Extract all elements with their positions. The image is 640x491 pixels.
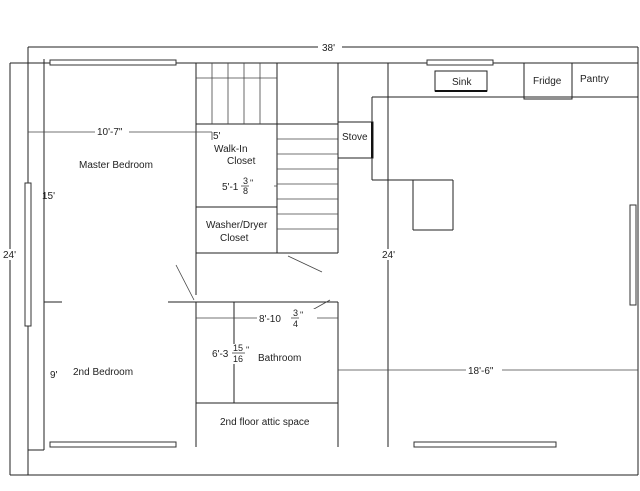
dim-closet-depth-den: 8 bbox=[243, 186, 248, 196]
dim-overall-width: 38' bbox=[322, 43, 335, 54]
label-attic: 2nd floor attic space bbox=[220, 417, 310, 428]
dim-closet-depth-inch: " bbox=[250, 178, 253, 188]
dim-2nd-bedroom-depth: 9' bbox=[50, 370, 58, 381]
dim-bath-depth-num: 15 bbox=[233, 343, 243, 353]
window-2nd-bedroom-bottom bbox=[49, 441, 177, 448]
label-pantry: Pantry bbox=[580, 74, 609, 85]
label-fridge: Fridge bbox=[533, 76, 562, 87]
interior-walls bbox=[44, 63, 389, 447]
dim-overall-depth: 24' bbox=[3, 250, 16, 261]
label-stove: Stove bbox=[342, 132, 368, 143]
label-walk-in: Walk-In bbox=[214, 144, 248, 155]
kitchen bbox=[337, 62, 638, 231]
window-kitchen-top bbox=[426, 59, 494, 66]
window-great-room-bottom bbox=[413, 441, 557, 448]
label-washer-dryer: Washer/Dryer bbox=[206, 220, 268, 231]
door-master bbox=[175, 264, 195, 301]
label-bg bbox=[2, 249, 22, 260]
label-washer-closet: Closet bbox=[220, 233, 249, 244]
label-bg bbox=[210, 344, 252, 364]
dim-bath-width: 8'-10 bbox=[259, 314, 281, 325]
dim-great-room-depth: 24' bbox=[382, 250, 395, 261]
dim-bath-width-den: 4 bbox=[293, 319, 298, 329]
dim-bath-depth-den: 16 bbox=[233, 354, 243, 364]
outer-walls bbox=[9, 46, 639, 476]
dim-master-depth: 15' bbox=[42, 191, 55, 202]
label-bg bbox=[318, 42, 342, 52]
room-labels: Master Bedroom Walk-In Closet Washer/Dry… bbox=[73, 74, 609, 428]
stairs bbox=[196, 63, 338, 230]
windows bbox=[24, 59, 637, 448]
label-bg bbox=[466, 365, 502, 376]
label-bg bbox=[95, 126, 129, 137]
dim-closet-depth-num: 3 bbox=[243, 176, 248, 186]
label-sink: Sink bbox=[452, 77, 472, 88]
dim-master-width: 10'-7" bbox=[97, 127, 123, 138]
door-washer bbox=[287, 255, 323, 273]
label-walk-in-closet: Closet bbox=[227, 156, 256, 167]
dim-great-room-width: 18'-6" bbox=[468, 366, 494, 377]
label-bg bbox=[257, 309, 317, 327]
dim-bath-width-inch: " bbox=[300, 310, 303, 320]
label-2nd-bedroom: 2nd Bedroom bbox=[73, 367, 133, 378]
fridge bbox=[523, 62, 573, 100]
label-bg bbox=[380, 249, 402, 260]
dim-bath-depth: 6'-3 bbox=[212, 349, 229, 360]
label-master-bedroom: Master Bedroom bbox=[79, 160, 153, 171]
window-master-left bbox=[24, 182, 32, 327]
dim-bath-width-num: 3 bbox=[293, 308, 298, 318]
dimension-labels: 38' 24' 10'-7" 15' 5' 5'-1 3 8 " 9' 8'-1… bbox=[2, 42, 502, 381]
doors bbox=[175, 255, 331, 319]
window-master-top bbox=[49, 59, 177, 66]
label-bathroom: Bathroom bbox=[258, 353, 301, 364]
window-right bbox=[629, 204, 637, 306]
dim-bath-depth-inch: " bbox=[246, 345, 249, 355]
dim-closet-depth: 5'-1 bbox=[222, 182, 239, 193]
dim-closet-small: 5' bbox=[213, 131, 221, 142]
